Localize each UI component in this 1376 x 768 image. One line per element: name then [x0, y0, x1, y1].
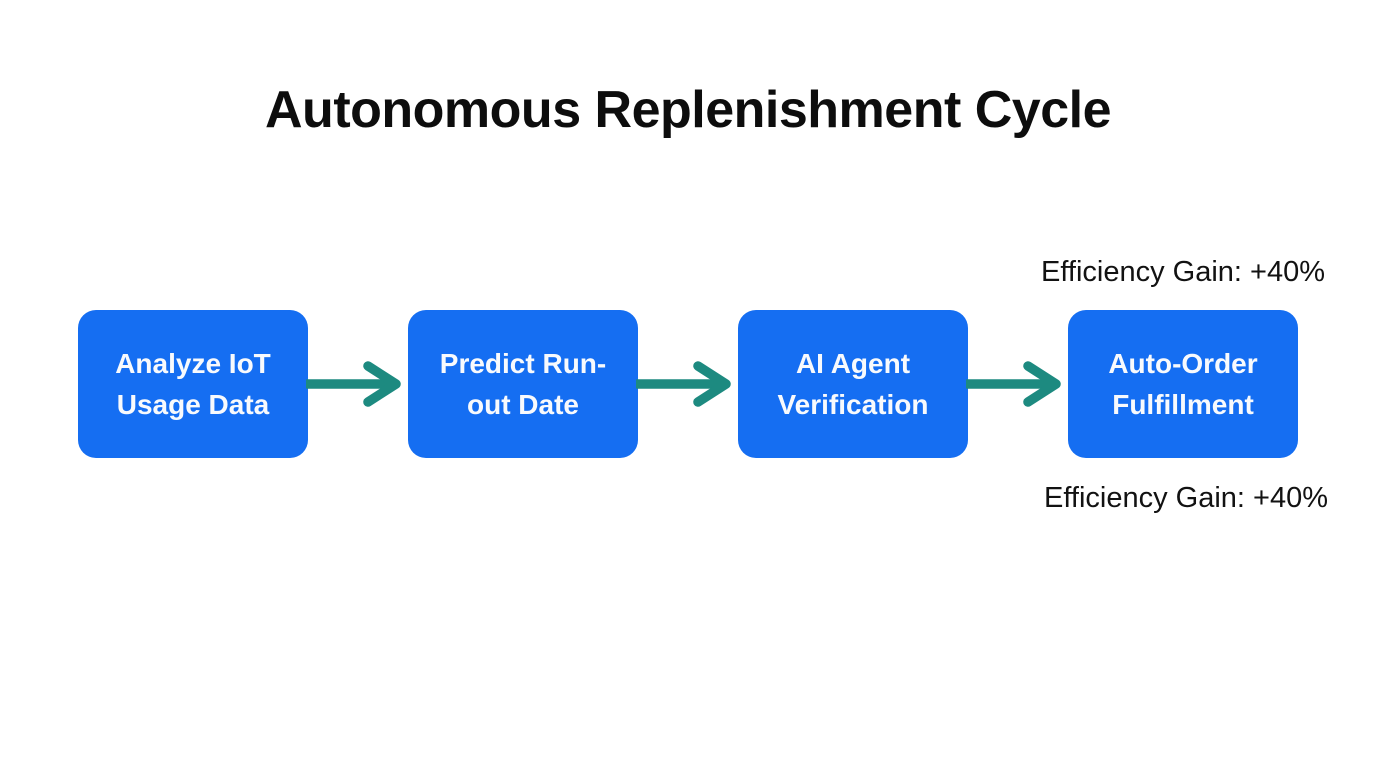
right-arrow-icon	[306, 360, 406, 408]
flow-step-predict-run-out-date: Predict Run- out Date	[408, 310, 638, 458]
flow-step-label-line: AI Agent	[795, 348, 911, 379]
flow-step-label-line: Fulfillment	[1112, 389, 1254, 420]
flow-step-label-line: out Date	[467, 389, 579, 420]
efficiency-gain-annotation-top: Efficiency Gain: +40%	[1041, 256, 1325, 288]
flow-step-label-line: Analyze IoT	[115, 348, 271, 379]
flow-step-label-line: Auto-Order	[1108, 348, 1258, 379]
flow-step-label-line: Usage Data	[116, 389, 270, 420]
flow-step-analyze-iot-usage-data: Analyze IoT Usage Data	[78, 310, 308, 458]
efficiency-gain-annotation-bottom: Efficiency Gain: +40%	[1044, 482, 1328, 514]
flow-step-ai-agent-verification: AI Agent Verification	[738, 310, 968, 458]
flow-step-label-line: Verification	[777, 389, 929, 420]
page-title: Autonomous Replenishment Cycle	[265, 81, 1112, 139]
flow-step-label-line: Predict Run-	[439, 348, 607, 379]
right-arrow-icon	[966, 360, 1066, 408]
right-arrow-icon	[636, 360, 736, 408]
flow-step-auto-order-fulfillment: Auto-Order Fulfillment	[1068, 310, 1298, 458]
